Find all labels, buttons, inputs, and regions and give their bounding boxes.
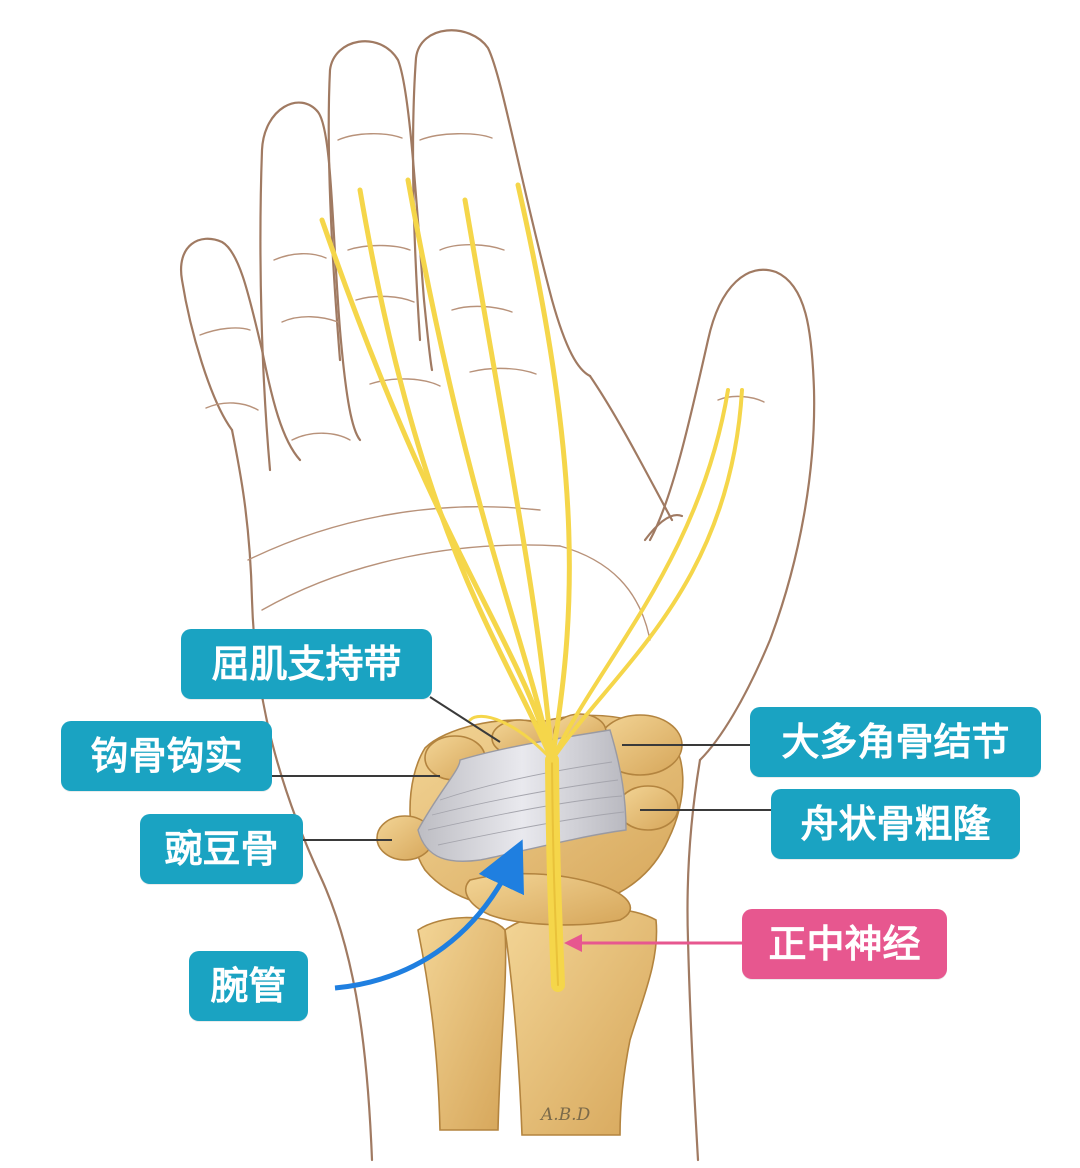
nerves: [319, 177, 744, 992]
skin-creases: [199, 133, 765, 641]
carpal-tunnel-label: 腕管: [189, 951, 308, 1021]
scaphoid-tuberosity-label: 舟状骨粗隆: [771, 789, 1020, 859]
pisiform-label: 豌豆骨: [140, 814, 303, 884]
forearm-bones: [417, 906, 658, 1136]
carpal-tunnel-arrow: [334, 839, 524, 991]
trapezium-tubercle-label: 大多角骨结节: [750, 707, 1041, 777]
artist-signature: A.B.D: [541, 1105, 591, 1125]
leader-lines: [272, 696, 771, 841]
hook-of-hamate-label: 钩骨钩实: [61, 721, 272, 791]
hand-outline: [179, 29, 816, 1162]
median-nerve-label: 正中神经: [742, 909, 947, 979]
ligament-fibers: [427, 761, 625, 846]
median-nerve-arrow: [564, 934, 742, 952]
flexor-retinaculum-label: 屈肌支持带: [181, 629, 432, 699]
